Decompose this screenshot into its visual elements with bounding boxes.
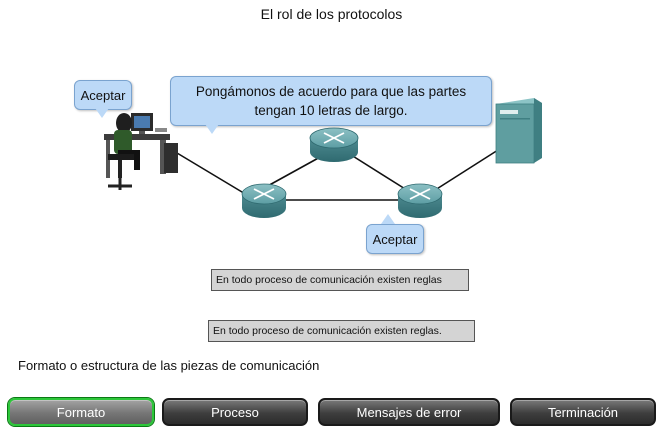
accept-bubble-router-label: Aceptar [372,231,418,247]
router-right-icon [397,183,443,218]
proposal-line-1: Pongámonos de acuerdo para que las parte… [195,84,467,99]
accept-bubble-user-tail [95,108,109,118]
page-title: El rol de los protocolos [260,6,403,22]
accept-bubble-user-label: Aceptar [80,87,126,103]
proceso-button[interactable]: Proceso [162,398,308,426]
router-top-icon [309,127,359,162]
mensajes-de-error-button[interactable]: Mensajes de error [318,398,500,426]
proposal-speech-bubble: Pongámonos de acuerdo para que las parte… [170,76,492,126]
workstation-icon [104,113,178,190]
rule-note-1: En todo proceso de comunicación existen … [211,269,469,291]
link-router-top-right [347,152,411,193]
formato-button[interactable]: Formato [7,397,155,427]
link-pc-router-left [171,149,253,199]
accept-bubble-router-tail [381,214,395,224]
proposal-line-2: tengan 10 letras de largo. [254,103,408,118]
accept-bubble-router: Aceptar [366,224,424,254]
network-links [171,149,499,201]
link-router-left-top [263,155,323,189]
accept-bubble-user: Aceptar [74,80,132,110]
server-icon [495,98,542,164]
section-description: Formato o estructura de las piezas de co… [18,358,320,373]
router-left-icon [241,183,287,218]
link-router-right-server [431,149,499,193]
proposal-bubble-tail [205,124,219,134]
network-diagram [104,98,542,218]
terminacion-button[interactable]: Terminación [510,398,656,426]
rule-note-2: En todo proceso de comunicación existen … [208,320,475,342]
